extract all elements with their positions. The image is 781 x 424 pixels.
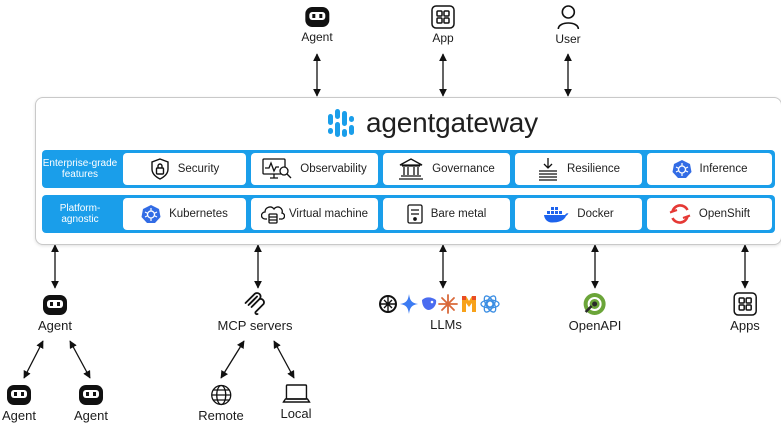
row-platform-agnostic: Platform-agnostic Kubernetes Virtual mac…: [42, 195, 775, 233]
platform-virtual-machine-label: Virtual machine: [288, 208, 369, 220]
feature-security-label: Security: [177, 163, 220, 175]
row-platform-label: Platform-agnostic: [59, 203, 101, 225]
platform-bare-metal-label: Bare metal: [430, 208, 487, 220]
platform-kubernetes-label: Kubernetes: [169, 208, 228, 220]
brand-name: agentgateway: [366, 107, 538, 138]
laptop-icon: [281, 384, 310, 403]
client-app[interactable]: App: [431, 5, 455, 45]
target-mcp-label: MCP servers: [217, 318, 293, 333]
arrow-mcp-remote: [220, 340, 245, 379]
mcp-icon: [245, 292, 266, 316]
target-openapi-label: OpenAPI: [568, 318, 622, 333]
mcp-local[interactable]: Local: [280, 384, 312, 421]
target-llms[interactable]: LLMs: [376, 293, 516, 332]
platform-openshift-label: OpenShift: [698, 208, 751, 220]
platform-virtual-machine[interactable]: Virtual machine: [251, 198, 378, 230]
feature-governance-label: Governance: [432, 163, 495, 175]
app-grid-icon: [431, 5, 455, 29]
target-apps[interactable]: Apps: [730, 292, 760, 333]
target-agent[interactable]: Agent: [38, 294, 72, 333]
docker-whale-icon: [544, 207, 569, 223]
openshift-icon: [669, 204, 691, 224]
target-llms-label: LLMs: [430, 317, 462, 332]
openapi-icon: [583, 293, 606, 315]
mcp-local-label: Local: [280, 406, 312, 421]
feature-observability[interactable]: Observability: [251, 153, 378, 185]
agent-child-2-label: Agent: [74, 408, 108, 423]
client-app-label: App: [432, 31, 454, 45]
target-mcp-servers[interactable]: MCP servers: [217, 292, 293, 333]
llm-logos-icon: [379, 294, 500, 314]
agent-child-1-label: Agent: [2, 408, 36, 423]
client-agent-label: Agent: [301, 30, 333, 44]
feature-governance[interactable]: Governance: [383, 153, 510, 185]
agent-icon: [42, 295, 67, 315]
agent-icon: [78, 385, 103, 405]
agent-icon: [6, 385, 31, 405]
building-columns-icon: [399, 158, 424, 180]
feature-inference[interactable]: Inference: [647, 153, 772, 185]
lock-shield-icon: [151, 158, 169, 180]
platform-bare-metal[interactable]: Bare metal: [383, 198, 510, 230]
agent-child-1[interactable]: Agent: [2, 384, 36, 423]
platform-docker[interactable]: Docker: [515, 198, 642, 230]
mcp-remote-label: Remote: [198, 408, 244, 423]
arrow-mcp-local: [273, 340, 295, 379]
arrow-agent-child-2: [69, 340, 91, 379]
feature-resilience[interactable]: Resilience: [515, 153, 642, 185]
row-enterprise-features: Enterprise-grade features Security Obser…: [42, 150, 775, 188]
cloud-disk-icon: [260, 206, 285, 224]
agent-child-2[interactable]: Agent: [74, 384, 108, 423]
download-layers-icon: [538, 158, 557, 181]
client-user[interactable]: User: [555, 4, 581, 46]
monitor-magnifier-icon: [262, 158, 292, 179]
feature-inference-label: Inference: [699, 163, 748, 175]
server-icon: [407, 204, 423, 224]
kubernetes-icon: [141, 205, 161, 223]
platform-openshift[interactable]: OpenShift: [647, 198, 772, 230]
platform-docker-label: Docker: [577, 208, 614, 220]
client-agent[interactable]: Agent: [301, 6, 333, 44]
row-enterprise-label: Enterprise-grade features: [42, 158, 118, 180]
platform-kubernetes[interactable]: Kubernetes: [123, 198, 246, 230]
mcp-remote[interactable]: Remote: [198, 384, 244, 423]
globe-icon: [210, 384, 232, 406]
user-icon: [557, 5, 579, 30]
agent-icon: [304, 7, 329, 27]
arrow-agent-child-1: [23, 340, 44, 379]
target-openapi[interactable]: OpenAPI: [568, 292, 622, 333]
target-apps-label: Apps: [730, 318, 760, 333]
client-user-label: User: [555, 32, 581, 46]
target-agent-label: Agent: [38, 318, 72, 333]
feature-security[interactable]: Security: [123, 153, 246, 185]
feature-resilience-label: Resilience: [566, 163, 621, 175]
kubernetes-icon: [672, 160, 692, 178]
brand-logo: agentgateway: [326, 107, 538, 139]
feature-observability-label: Observability: [300, 163, 367, 175]
app-grid-icon: [733, 292, 757, 316]
agentgateway-logo-icon: [328, 109, 354, 137]
